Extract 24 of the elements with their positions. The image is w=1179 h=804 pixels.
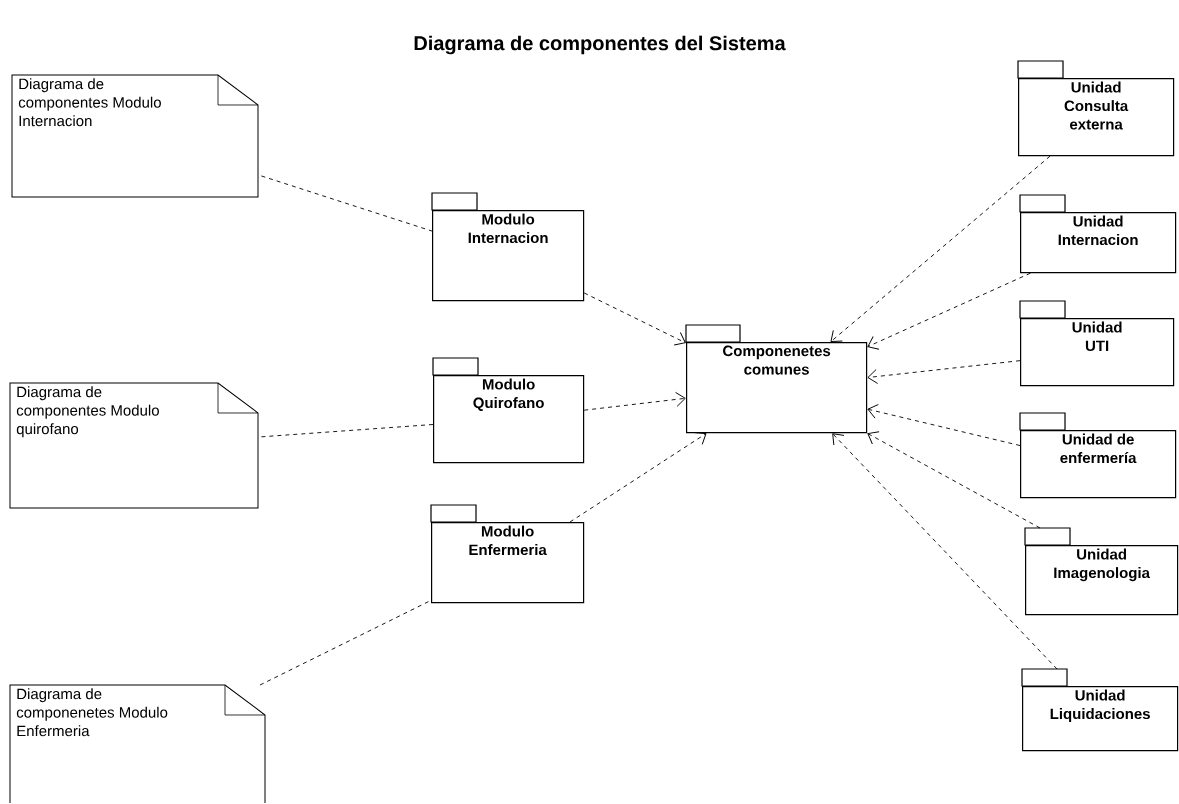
package-box: Modulo Internacion <box>431 192 585 302</box>
package-box: Modulo Enfermeria <box>430 504 585 604</box>
dependency-arrow <box>867 431 1041 529</box>
package-box: Unidad UTI <box>1019 300 1175 387</box>
diagram-title: Diagrama de componentes del Sistema <box>414 35 786 55</box>
dependency-arrow <box>867 272 1031 350</box>
dependency-arrow <box>569 432 707 523</box>
note-box: Diagrama de componentes Modulo quirofano <box>9 382 259 509</box>
package-box: Unidad Consulta externa <box>1017 60 1175 157</box>
dependency-arrow <box>583 391 686 411</box>
dashed-line <box>260 424 434 438</box>
dashed-line <box>260 175 433 232</box>
package-box: Unidad Liquidaciones <box>1021 668 1179 752</box>
package-box: Unidad Internacion <box>1019 194 1177 274</box>
package-box: Unidad Imagenologia <box>1024 527 1179 616</box>
note-box: Diagrama de componenetes Modulo Enfermeria <box>9 684 266 804</box>
dependency-arrow <box>830 155 1051 342</box>
note-box: Diagrama de componentes Modulo Internacion <box>11 74 259 198</box>
dependency-arrow <box>583 292 686 346</box>
dependency-arrow <box>867 404 1021 446</box>
package-box: Modulo Quirofano <box>432 357 585 464</box>
package-box: Unidad de enfermería <box>1019 412 1177 499</box>
dependency-arrow <box>867 360 1021 384</box>
package-box: Componenetes comunes <box>685 324 868 434</box>
